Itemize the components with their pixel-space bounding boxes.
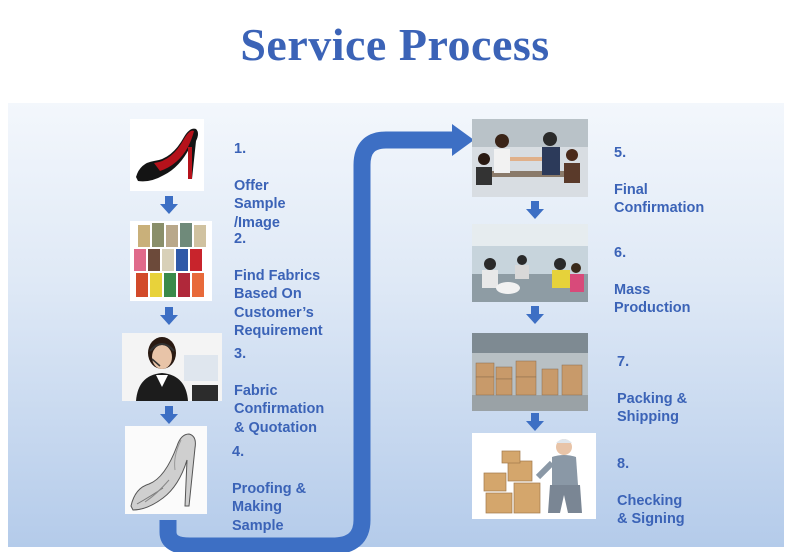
step-4-image (125, 426, 207, 514)
step-4-label: 4. Proofing & Making Sample (232, 424, 306, 554)
step-5-number: 5. (614, 144, 627, 161)
step-3-number: 3. (234, 345, 247, 362)
step-1-text: Offer Sample /Image (234, 177, 286, 231)
step-8-text: Checking & Signing (617, 492, 685, 528)
step-2-text: Find Fabrics Based On Customer’s Require… (234, 267, 323, 340)
page-title: Service Process (240, 19, 550, 70)
step-6-label: 6. Mass Production (614, 225, 691, 336)
step-1-image (130, 119, 204, 191)
arrow-down-icon (160, 406, 178, 424)
step-1-label: 1. Offer Sample /Image (234, 121, 286, 251)
step-5-text: Final Confirmation (614, 181, 705, 217)
step-7-image (472, 333, 588, 411)
step-6-image (472, 224, 588, 302)
step-5-label: 5. Final Confirmation (614, 125, 704, 236)
step-3-image (122, 333, 222, 401)
arrow-down-icon (160, 196, 178, 214)
step-2-image (130, 221, 212, 301)
step-4-text: Proofing & Making Sample (232, 480, 307, 534)
step-7-label: 7. Packing & Shipping (617, 334, 687, 445)
step-2-label: 2. Find Fabrics Based On Customer’s Requ… (234, 211, 323, 359)
step-8-image (472, 433, 596, 519)
step-3-label: 3. Fabric Confirmation & Quotation (234, 326, 324, 456)
arrow-down-icon (526, 201, 544, 219)
arrow-down-icon (160, 307, 178, 325)
step-7-text: Packing & Shipping (617, 390, 688, 426)
step-3-text: Fabric Confirmation & Quotation (234, 382, 325, 436)
step-6-number: 6. (614, 244, 627, 261)
arrow-down-icon (526, 413, 544, 431)
arrow-down-icon (526, 306, 544, 324)
step-6-text: Mass Production (614, 281, 691, 317)
step-5-image (472, 119, 588, 197)
step-1-number: 1. (234, 140, 247, 157)
step-4-number: 4. (232, 443, 245, 460)
step-7-number: 7. (617, 353, 630, 370)
step-2-number: 2. (234, 230, 247, 247)
step-8-label: 8. Checking & Signing (617, 436, 685, 547)
step-8-number: 8. (617, 455, 630, 472)
